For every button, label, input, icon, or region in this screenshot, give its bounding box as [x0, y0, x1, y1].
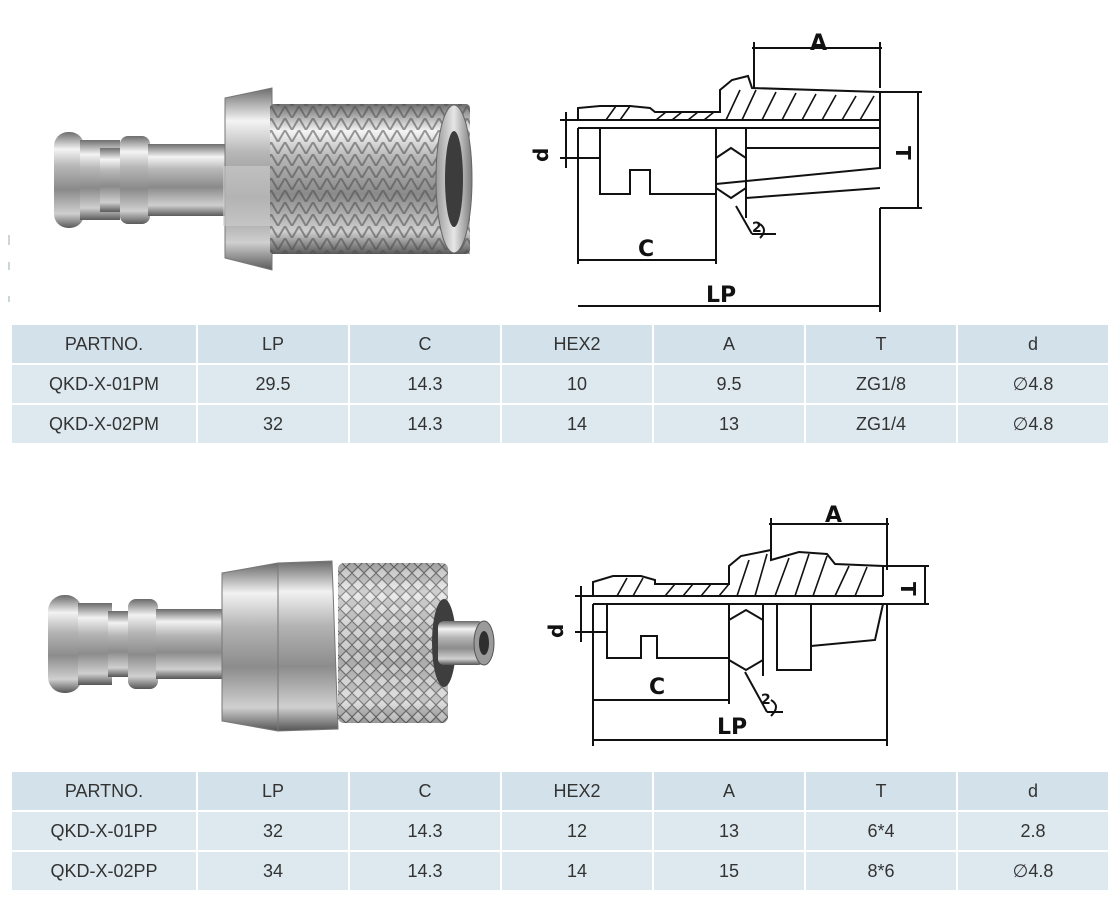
cell-a: 13 [654, 812, 804, 850]
cell-d: ∅4.8 [958, 852, 1108, 890]
table-row: QKD-X-01PM 29.5 14.3 10 9.5 ZG1/8 ∅4.8 [12, 365, 1108, 403]
column-header-partno: PARTNO. [12, 325, 196, 363]
product-photo-hose-nut-plug [48, 560, 495, 732]
dim-label-hex: 2 [752, 220, 762, 236]
cell-d: ∅4.8 [958, 405, 1108, 443]
column-header-a: A [654, 325, 804, 363]
dim-label-lp: LP [706, 283, 736, 308]
dim-label-c: C [638, 237, 654, 262]
cell-hex2: 14 [502, 852, 652, 890]
column-header-c: C [350, 772, 500, 810]
dim-label-lp: LP [717, 715, 747, 740]
table-header-row: PARTNO. LP C HEX2 A T d [12, 772, 1108, 810]
dim-label-a: A [810, 31, 827, 56]
cell-partno: QKD-X-01PP [12, 812, 196, 850]
cell-hex2: 10 [502, 365, 652, 403]
cell-lp: 29.5 [198, 365, 348, 403]
cell-hex2: 14 [502, 405, 652, 443]
technical-drawing-pm: A C LP T d 2 [529, 31, 922, 312]
cell-a: 15 [654, 852, 804, 890]
cell-a: 9.5 [654, 365, 804, 403]
cell-partno: QKD-X-01PM [12, 365, 196, 403]
cell-t: ZG1/4 [806, 405, 956, 443]
column-header-lp: LP [198, 772, 348, 810]
cell-hex2: 12 [502, 812, 652, 850]
technical-drawing-pp: A C LP T d 2 [545, 503, 929, 746]
dim-label-t: T [896, 582, 920, 596]
cell-c: 14.3 [350, 365, 500, 403]
spec-table-pp: PARTNO. LP C HEX2 A T d QKD-X-01PP 32 14… [10, 770, 1110, 892]
dim-label-c: C [649, 675, 665, 700]
dim-label-d: d [545, 624, 568, 638]
dim-label-hex: 2 [761, 692, 771, 708]
column-header-hex2: HEX2 [502, 772, 652, 810]
cell-d: 2.8 [958, 812, 1108, 850]
dim-label-t: T [891, 146, 915, 160]
edge-mark [8, 296, 10, 302]
dim-label-a: A [825, 503, 842, 528]
table-row: QKD-X-01PP 32 14.3 12 13 6*4 2.8 [12, 812, 1108, 850]
column-header-a: A [654, 772, 804, 810]
cell-lp: 32 [198, 812, 348, 850]
cell-a: 13 [654, 405, 804, 443]
cell-t: 6*4 [806, 812, 956, 850]
product-photo-male-thread-plug [54, 87, 473, 271]
cell-t: ZG1/8 [806, 365, 956, 403]
edge-mark [8, 262, 10, 270]
column-header-d: d [958, 325, 1108, 363]
cell-c: 14.3 [350, 812, 500, 850]
dim-label-d: d [529, 148, 553, 162]
table-row: QKD-X-02PM 32 14.3 14 13 ZG1/4 ∅4.8 [12, 405, 1108, 443]
column-header-c: C [350, 325, 500, 363]
column-header-lp: LP [198, 325, 348, 363]
cell-d: ∅4.8 [958, 365, 1108, 403]
column-header-d: d [958, 772, 1108, 810]
column-header-partno: PARTNO. [12, 772, 196, 810]
edge-mark [8, 235, 10, 245]
table-row: QKD-X-02PP 34 14.3 14 15 8*6 ∅4.8 [12, 852, 1108, 890]
column-header-t: T [806, 772, 956, 810]
spec-table-pm: PARTNO. LP C HEX2 A T d QKD-X-01PM 29.5 … [10, 323, 1110, 445]
product-section-pm: A C LP T d 2 PARTNO. LP C HEX2 A T d QKD… [8, 31, 1110, 445]
cell-partno: QKD-X-02PP [12, 852, 196, 890]
cell-t: 8*6 [806, 852, 956, 890]
table-header-row: PARTNO. LP C HEX2 A T d [12, 325, 1108, 363]
cell-lp: 32 [198, 405, 348, 443]
cell-c: 14.3 [350, 405, 500, 443]
cell-partno: QKD-X-02PM [12, 405, 196, 443]
column-header-hex2: HEX2 [502, 325, 652, 363]
product-section-pp: A C LP T d 2 PARTNO. LP C HEX2 A T d QKD… [0, 460, 1120, 910]
cell-lp: 34 [198, 852, 348, 890]
column-header-t: T [806, 325, 956, 363]
cell-c: 14.3 [350, 852, 500, 890]
